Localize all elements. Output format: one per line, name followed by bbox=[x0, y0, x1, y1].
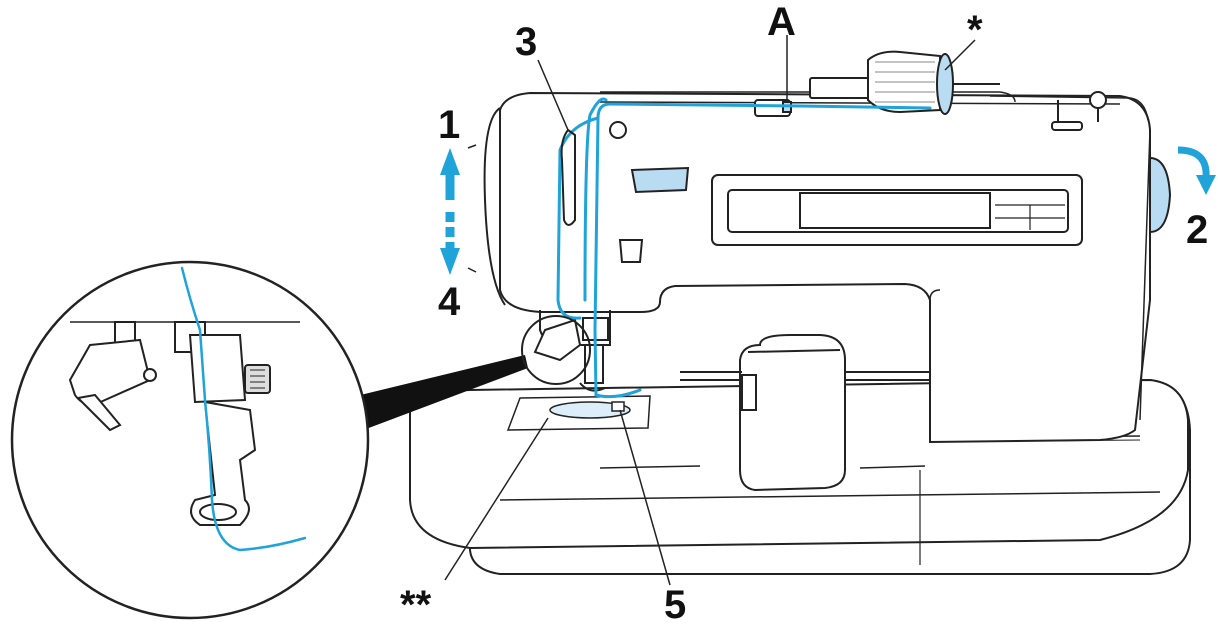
take-up-lever bbox=[560, 121, 627, 226]
label-double-star: ** bbox=[400, 583, 432, 627]
needle-plate bbox=[506, 395, 651, 431]
top-pins bbox=[1051, 91, 1107, 131]
handwheel bbox=[1149, 156, 1172, 234]
label-star: * bbox=[967, 8, 983, 52]
label-1: 1 bbox=[438, 103, 461, 147]
label-a: A bbox=[767, 0, 796, 44]
arrow-turn-handwheel bbox=[1177, 146, 1216, 195]
thread-path bbox=[556, 97, 932, 399]
thread-guide-a bbox=[754, 99, 792, 117]
magnified-thread bbox=[180, 266, 307, 552]
front-window bbox=[618, 166, 690, 263]
label-2: 2 bbox=[1186, 208, 1209, 252]
label-4: 4 bbox=[438, 280, 461, 324]
label-3: 3 bbox=[515, 20, 538, 64]
label-5: 5 bbox=[664, 583, 687, 627]
thread-spool bbox=[809, 50, 1000, 115]
leader-lines bbox=[444, 35, 976, 586]
arrow-up-down bbox=[440, 148, 460, 275]
display-panel bbox=[711, 174, 1083, 246]
needle-area bbox=[533, 310, 611, 392]
embroidery-carriage bbox=[680, 334, 930, 492]
